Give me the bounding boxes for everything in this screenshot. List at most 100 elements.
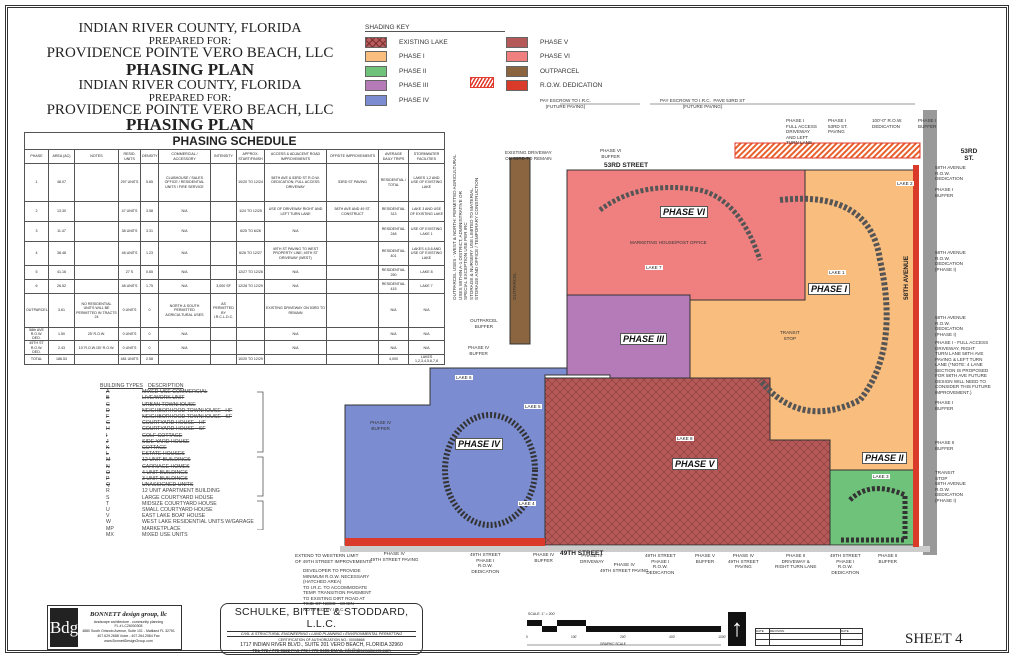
building-type-description: EAST LAKE BOAT HOUSE [142, 513, 206, 520]
shading-swatch [506, 51, 528, 63]
building-type-code: J [106, 438, 109, 445]
bonnett-name: BONNETT design group, llc [90, 611, 167, 618]
scale-tick: 100' [570, 635, 577, 639]
building-type-code: D [106, 407, 110, 414]
bonnett-logo-block: Bdg BONNETT design group, llc landscape … [47, 605, 182, 650]
schedule-cell: NO RESIDENTIAL UNITS WILL BE PERMITTED I… [74, 293, 119, 328]
schedule-title: PHASING SCHEDULE [24, 132, 445, 149]
schedule-cell: 10' R.O.W./30' R.O.W. [74, 340, 119, 355]
schedule-cell: LAKES 1,2 AND USE OF EXISTING LAKE [408, 163, 445, 202]
bonnett-monogram: Bdg [50, 608, 78, 647]
map-annotation: PHASE I 53RD ST. PAVING [828, 118, 848, 134]
map-annotation: PHASE I - FULL ACCESS DRIVEWAY, RIGHT TU… [935, 340, 991, 395]
graphic-scale [527, 620, 721, 646]
building-type-description: GOLF COTTAGE [142, 432, 183, 439]
bonnett-web: www.BonnettDesignGroup.com [104, 638, 153, 643]
building-type-description: SMALL COURTYARD HOUSE [142, 507, 213, 514]
building-type-code: P [106, 476, 110, 483]
53rd-st-label: 53RD ST. [960, 148, 978, 162]
title-prepared-for: PREPARED FOR: [148, 35, 232, 47]
phase-vi-lots [598, 185, 763, 261]
building-type-description: ESTATE HOUSES [142, 451, 185, 458]
building-type-row: K COTTAGE [100, 445, 290, 451]
row-dedication-58th [913, 165, 919, 547]
title-client-2: PROVIDENCE POINTE VERO BEACH, LLC [46, 102, 334, 118]
building-type-code: T [106, 500, 110, 507]
schulke-address: 1717 INDIAN RIVER BLVD., SUITE 201 VERO … [240, 642, 403, 648]
building-type-code: K [106, 445, 110, 452]
49th-street-road [340, 546, 930, 552]
shading-key-item: PHASE I [365, 50, 470, 65]
phase-i-lots [757, 195, 890, 415]
schulke-contact: TEL 772 / 770-9622 FAX 772 / 770-9496 EM… [252, 648, 391, 653]
lake-2-label: LAKE 2 [896, 181, 914, 186]
shading-key-item: OUTPARCEL [506, 64, 602, 79]
building-type-code: Q [106, 482, 111, 489]
lake-5-label: LAKE 5 [524, 404, 542, 409]
building-type-code: M [106, 457, 111, 464]
shading-label: PHASE I [399, 53, 425, 61]
schedule-header-cell: AVERAGE DAILY TRIPS [378, 149, 409, 164]
schedule-cell: RESIDENTIAL / TOTAL [378, 163, 409, 202]
schedule-cell: 1 [24, 163, 49, 202]
schulke-title-block: SCHULKE, BITTLE & STODDARD, L.L.C. CIVIL… [220, 603, 423, 655]
shading-swatch [365, 36, 387, 48]
sheet-number: SHEET 4 [905, 631, 963, 647]
shading-swatch [506, 36, 528, 48]
phase-iii-label: PHASE III [620, 333, 668, 345]
building-type-description: 12 UNIT APARTMENT BUILDING [142, 488, 220, 495]
title-prepared-for-2: PREPARED FOR: [148, 92, 232, 104]
building-type-description: COTTAGE [142, 445, 167, 452]
map-annotation: PHASE IV BUFFER [370, 420, 392, 431]
schedule-cell [74, 163, 119, 202]
schedule-cell: 0 [140, 340, 159, 355]
schedule-cell: N/A [408, 293, 445, 328]
building-type-description: URBAN TOWNHOUSE [142, 401, 196, 408]
map-annotation: 58TH AVENUE R.O.W. DEDICATION [935, 165, 966, 181]
shading-swatch [365, 65, 387, 77]
shading-key-item: EXISTING LAKE [365, 35, 470, 50]
schedule-cell: LAKES 4,5,6 AND USE OF EXISTING LAKE [408, 241, 445, 266]
map-annotation: OUTPARCEL BUFFER [470, 318, 498, 329]
shading-key-item: PHASE VI [506, 50, 602, 65]
description-header: DESCRIPTION [148, 383, 184, 389]
bonnett-license: FL # LC26000308 [114, 624, 143, 629]
schedule-cell: CLUBHOUSE / SALES OFFICE / RESIDENTIAL U… [158, 163, 211, 202]
building-type-description: MIXED-USE COMMERCIAL [142, 389, 208, 396]
map-annotation: PHASE IV 49TH STREET PAVING [728, 553, 759, 569]
map-annotation: PHASE IV BUFFER [533, 552, 555, 563]
building-type-description: NEIGHBORHOOD TOWNHOUSE - SF [142, 414, 233, 421]
shading-key-item: PHASE V [506, 35, 602, 50]
schulke-cert: CERTIFICATION OF AUTHORIZATION NO.: 0000… [278, 638, 365, 642]
phase-i-label: PHASE I [808, 283, 851, 295]
shading-label: PHASE V [540, 38, 569, 46]
map-annotation: PHASE II BUFFER [878, 553, 898, 564]
shading-swatch [365, 51, 387, 63]
schedule-cell [326, 241, 379, 266]
building-type-code: A [106, 389, 110, 396]
map-annotation: EXISTING DRIVEWAY ON 53RD TO REMAIN [505, 150, 552, 161]
phase-iv-lots [442, 412, 538, 528]
map-annotation: OUTPARCEL USES - WEST & NORTH: PERMITTED… [452, 154, 479, 300]
building-type-code: N [106, 463, 110, 470]
building-type-code: W [106, 519, 111, 526]
schedule-cell: LAKES 1,2,3,4,5,6,7,8 [408, 353, 445, 365]
title-client: PROVIDENCE POINTE VERO BEACH, LLC [46, 45, 334, 61]
outparcel-label: OUTPARCEL [512, 272, 517, 300]
schedule-cell: NORTH & SOUTH PERMITTED AGRICULTURAL USE… [158, 293, 211, 328]
scale-tick: 400' [669, 635, 676, 639]
phase-ii-area [829, 469, 916, 546]
lake-3-label: LAKE 3 [872, 474, 890, 479]
building-type-code: O [106, 469, 111, 476]
map-annotation: PHASE IV DRIVEWAY [580, 553, 604, 564]
map-annotation: PHASE VI BUFFER [600, 148, 622, 159]
